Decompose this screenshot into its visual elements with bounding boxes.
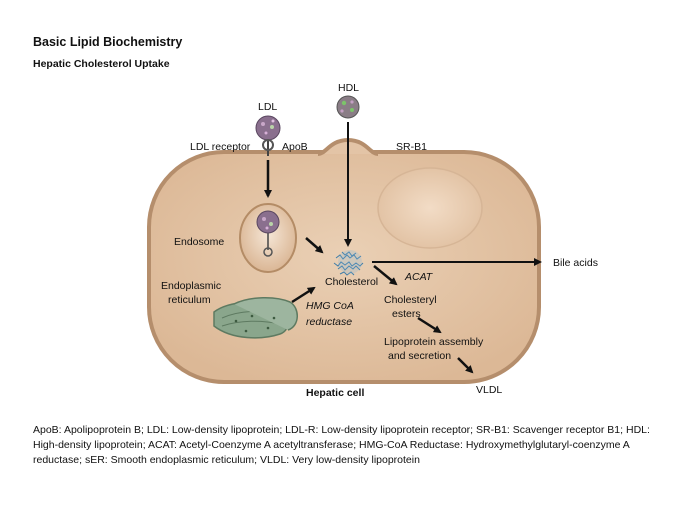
nucleus xyxy=(377,167,483,249)
diagram-title: Basic Lipid Biochemistry xyxy=(33,35,183,49)
ldl-receptor xyxy=(262,139,274,156)
label-bile-acids: Bile acids xyxy=(553,257,598,269)
cholesterol-cluster xyxy=(333,250,364,276)
label-hmg-line1: HMG CoA xyxy=(306,300,354,312)
label-endoplasmic-line1: Endoplasmic xyxy=(161,280,221,292)
arrow-er-to-cholesterol xyxy=(291,286,316,304)
label-endoplasmic-line2: reticulum xyxy=(168,294,211,306)
label-apob: ApoB xyxy=(282,141,308,153)
arrow-to-vldl xyxy=(457,357,474,374)
label-cholesteryl-line1: Cholesteryl xyxy=(384,294,437,306)
arrow-endosome-to-cholesterol xyxy=(305,237,324,254)
label-endosome: Endosome xyxy=(174,236,224,248)
label-sr-b1: SR-B1 xyxy=(396,141,427,153)
label-cholesterol: Cholesterol xyxy=(325,276,378,288)
label-ldl-receptor: LDL receptor xyxy=(190,141,251,153)
label-lipoprotein-line1: Lipoprotein assembly xyxy=(384,336,484,348)
hdl-particle xyxy=(336,95,360,119)
label-vldl: VLDL xyxy=(476,384,502,396)
arrow-to-cholesteryl-esters xyxy=(373,265,398,286)
label-cholesteryl-line2: esters xyxy=(392,308,421,320)
ldl-particle xyxy=(255,115,281,141)
arrow-to-lipoprotein-assembly xyxy=(417,316,442,334)
label-hmg-line2: reductase xyxy=(306,316,352,328)
label-ldl: LDL xyxy=(258,101,277,113)
endoplasmic-reticulum xyxy=(213,297,298,339)
label-hdl: HDL xyxy=(338,82,359,94)
diagram-subtitle: Hepatic Cholesterol Uptake xyxy=(33,58,170,70)
label-lipoprotein-line2: and secretion xyxy=(388,350,451,362)
endosome-ldl-particle xyxy=(256,210,280,257)
label-hepatic-cell: Hepatic cell xyxy=(306,387,364,399)
abbreviations-footnote: ApoB: Apolipoprotein B; LDL: Low-density… xyxy=(33,424,650,466)
label-acat: ACAT xyxy=(404,271,434,283)
